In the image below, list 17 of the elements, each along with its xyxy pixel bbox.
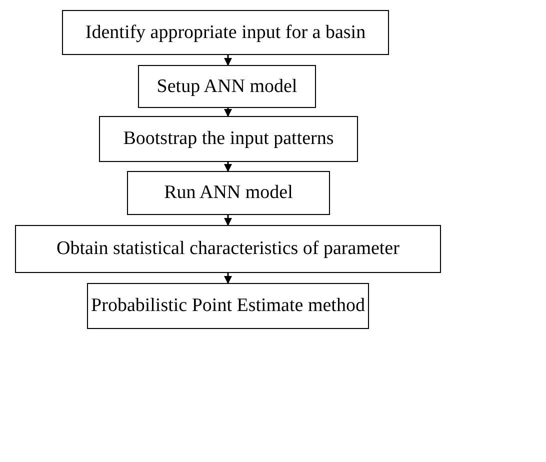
process-box bbox=[138, 65, 316, 108]
box-text: Identify appropriate input for a basin bbox=[85, 22, 366, 44]
arrow bbox=[224, 55, 232, 66]
process-box bbox=[87, 283, 369, 329]
arrow bbox=[224, 108, 232, 117]
box-text: Probabilistic Point Estimate method bbox=[91, 295, 365, 317]
process-box bbox=[127, 171, 330, 215]
box-text: Obtain statistical characteristics of parameter bbox=[56, 238, 400, 260]
box-text: Setup ANN model bbox=[156, 76, 298, 98]
process-box bbox=[15, 225, 441, 273]
box-text: Bootstrap the input patterns bbox=[123, 128, 334, 150]
arrow bbox=[224, 273, 232, 284]
process-box bbox=[62, 10, 389, 55]
arrow bbox=[224, 215, 232, 226]
process-box bbox=[99, 116, 358, 162]
box-text: Run ANN model bbox=[164, 182, 293, 204]
arrow bbox=[224, 162, 232, 172]
